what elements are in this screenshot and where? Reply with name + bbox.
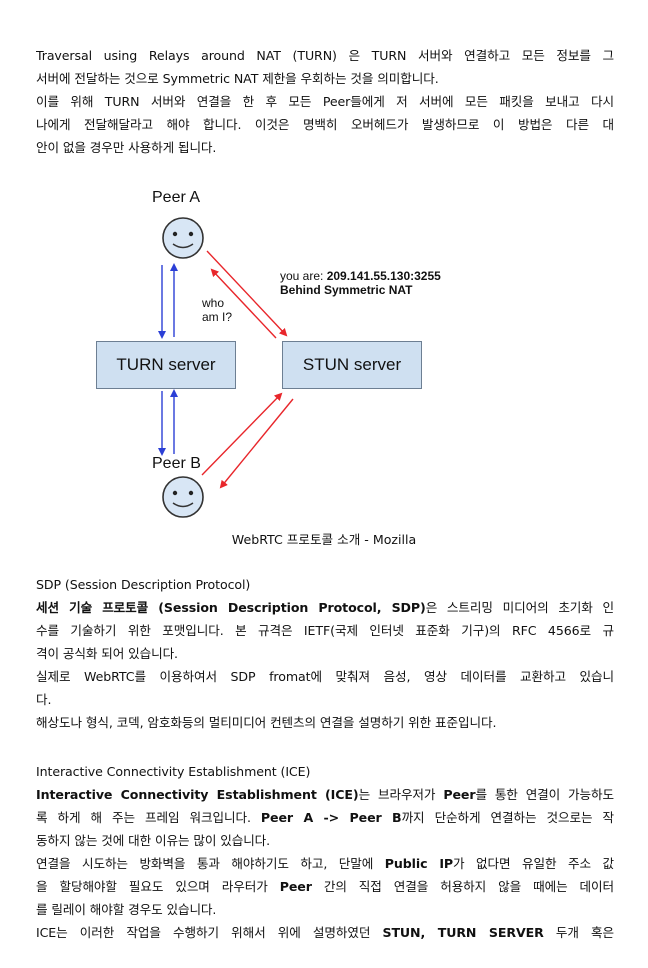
text-line: 실제로 WebRTC를 이용하여서 SDP fromat에 맞춰져 음성, 영상… (36, 669, 614, 684)
text-line: 이를 위해 TURN 서버와 연결을 한 후 모든 Peer들에게 저 서버에 … (36, 94, 614, 109)
text-line: 을 할당해야할 필요도 있으며 라우터가 Peer 간의 직접 연결을 허용하지… (36, 875, 614, 898)
sdp-section: SDP (Session Description Protocol) 세션 기술… (36, 573, 614, 734)
text-span: 을 할당해야할 필요도 있으며 라우터가 (36, 879, 280, 894)
peer-a-face-icon (162, 217, 204, 259)
text-line: 연결을 시도하는 방화벽을 통과 해야하기도 하고, 단말에 Public IP… (36, 852, 614, 875)
text-span: 록 하게 해 주는 프레임 워크입니다. (36, 810, 261, 825)
ice-section: Interactive Connectivity Establishment (… (36, 760, 614, 944)
arrow-stun-to-peer-a (210, 268, 277, 339)
text-line: 를 릴레이 해야할 경우도 있습니다. (36, 902, 217, 917)
stun-response-label: you are: 209.141.55.130:3255 Behind Symm… (280, 269, 441, 297)
sdp-term: 세션 기술 프로토콜 (Session Description Protocol… (36, 600, 426, 615)
text-line: Interactive Connectivity Establishment (… (36, 783, 614, 806)
peer-b-label: Peer B (152, 455, 201, 472)
text-span: 를 통한 연결이 가능하도 (475, 787, 614, 802)
text-span: 은 스트리밍 미디어의 초기화 인 (425, 600, 614, 615)
who-am-i-line: who (202, 296, 225, 310)
text-span: 연결을 시도하는 방화벽을 통과 해야하기도 하고, 단말에 (36, 856, 385, 871)
bold-span: STUN, TURN SERVER (382, 925, 544, 940)
bold-span: Peer (443, 787, 476, 802)
text-span: ICE는 이러한 작업을 수행하기 위해서 위에 설명하였던 (36, 925, 383, 940)
text-span: 까지 단순하게 연결하는 것으로는 작 (401, 810, 614, 825)
text-span: 는 브라우저가 (358, 787, 444, 802)
turn-diagram: Peer A Peer B who am I? you are: 209.141… (90, 185, 560, 525)
diagram-arrows (158, 217, 294, 518)
stun-server-box: STUN server (282, 341, 422, 389)
who-am-i-line: am I? (202, 310, 233, 324)
ice-heading: Interactive Connectivity Establishment (… (36, 764, 311, 779)
text-line: 록 하게 해 주는 프레임 워크입니다. Peer A -> Peer B까지 … (36, 806, 614, 829)
arrow-peer-a-to-stun (206, 250, 288, 337)
diagram-caption: WebRTC 프로토콜 소개 - Mozilla (231, 532, 417, 547)
public-ip-value: 209.141.55.130:3255 (326, 269, 441, 283)
text-line: 서버에 전달하는 것으로 Symmetric NAT 제한을 우회하는 것을 의… (36, 71, 439, 86)
bold-span: Peer (279, 879, 312, 894)
text-span: 두개 혹은 (543, 925, 614, 940)
arrow-stun-to-peer-b (219, 398, 294, 489)
text-line: ICE는 이러한 작업을 수행하기 위해서 위에 설명하였던 STUN, TUR… (36, 921, 614, 944)
text-line: 해상도나 형식, 코덱, 암호화등의 멀티미디어 컨텐츠의 연결을 설명하기 위… (36, 715, 497, 730)
text-line: 안이 없을 경우만 사용하게 됩니다. (36, 140, 217, 155)
sdp-heading: SDP (Session Description Protocol) (36, 577, 251, 592)
text-line: 수를 기술하기 위한 포맷입니다. 본 규격은 IETF(국제 인터넷 표준화 … (36, 623, 614, 638)
you-are-prefix: you are: (280, 269, 327, 283)
bold-span: Peer A -> Peer B (260, 810, 402, 825)
turn-intro-paragraph: Traversal using Relays around NAT (TURN)… (36, 44, 614, 159)
behind-nat-text: Behind Symmetric NAT (280, 283, 413, 297)
turn-server-box: TURN server (96, 341, 236, 389)
bold-span: Public IP (384, 856, 454, 871)
text-line: 동하지 않는 것에 대한 이유는 많이 있습니다. (36, 833, 271, 848)
peer-a-label: Peer A (152, 189, 201, 206)
text-line: 세션 기술 프로토콜 (Session Description Protocol… (36, 596, 614, 619)
text-line: 격이 공식화 되어 있습니다. (36, 646, 178, 661)
text-line: Traversal using Relays around NAT (TURN)… (36, 48, 614, 63)
text-line: 나에게 전달해달라고 해야 합니다. 이것은 명백히 오버헤드가 발생하므로 이… (36, 117, 614, 132)
who-am-i-label: who am I? (202, 296, 232, 324)
arrow-peer-b-to-stun (201, 392, 283, 476)
text-line: 다. (36, 692, 52, 707)
text-span: 가 없다면 유일한 주소 값 (453, 856, 614, 871)
peer-b-face-icon (162, 476, 204, 518)
text-span: 간의 직접 연결을 허용하지 않을 때에는 데이터 (311, 879, 614, 894)
ice-term: Interactive Connectivity Establishment (… (36, 787, 359, 802)
